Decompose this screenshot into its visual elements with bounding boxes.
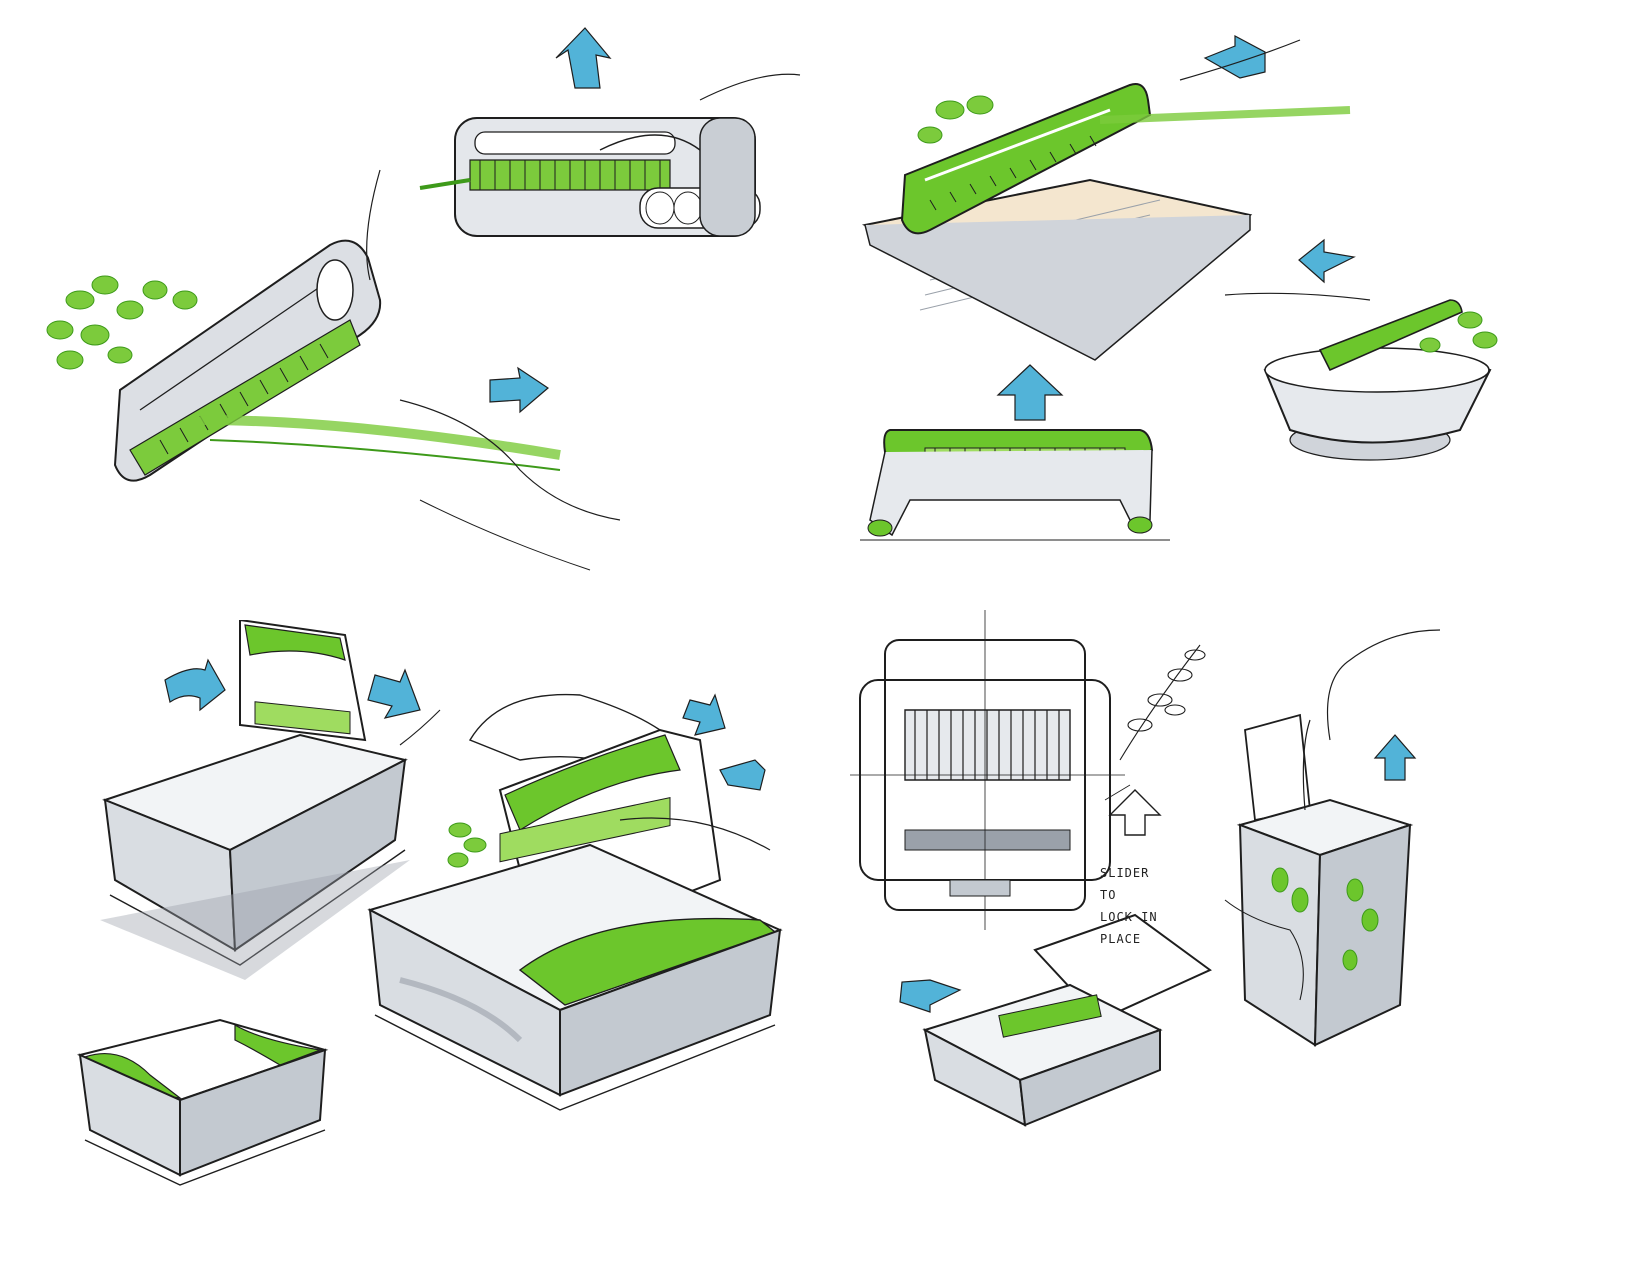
blue-arrow-left-icon [1299, 240, 1354, 282]
board-stripper-sketch [830, 0, 1650, 600]
blue-arrow-left-icon [720, 760, 765, 790]
stripper-top-view [420, 74, 800, 236]
slider-annotation: SLIDER TO LOCK IN PLACE [1100, 866, 1158, 946]
blue-arrow-left-icon [900, 980, 960, 1012]
container-stripper-sketch [0, 620, 820, 1275]
blue-arrow-left-icon [1205, 36, 1265, 78]
blue-arrow-down-icon [368, 670, 420, 718]
stripper-diagonal-view [47, 170, 620, 570]
blue-arrow-up-icon [1375, 735, 1415, 780]
bowl-with-stripper [1225, 240, 1497, 460]
blue-arrow-right-icon [490, 368, 548, 412]
up-arrow-outline-icon [1105, 785, 1160, 835]
closed-container [80, 1020, 325, 1185]
handheld-stripper-sketch [0, 0, 820, 600]
top-view-box [850, 610, 1125, 930]
open-container [100, 620, 410, 980]
cutting-board [865, 180, 1250, 360]
stripper-on-board [902, 40, 1350, 233]
blue-arrow-up-icon [998, 365, 1062, 420]
herb-sprig-icon [1120, 645, 1205, 760]
tall-canister [1225, 630, 1440, 1045]
blue-arrow-down-icon [683, 695, 725, 735]
slider-box-sketch [850, 610, 1650, 1275]
open-slider-box [900, 915, 1210, 1125]
blue-arrow-curved-icon [165, 660, 225, 710]
large-container [370, 845, 780, 1110]
blue-arrow-up-icon [556, 28, 610, 88]
stripper-front-view [860, 430, 1170, 540]
